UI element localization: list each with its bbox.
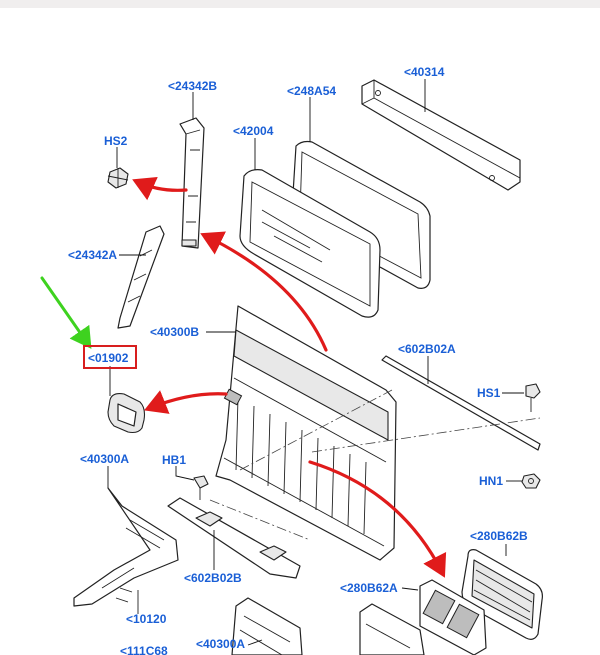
label-24342B[interactable]: <24342B [168, 79, 217, 93]
part-40314[interactable] [361, 79, 521, 191]
label-40300A-left[interactable]: <40300A [80, 452, 129, 466]
label-40300B[interactable]: <40300B [150, 325, 199, 339]
part-602B02A[interactable] [381, 355, 541, 451]
label-hs2[interactable]: HS2 [104, 134, 128, 148]
label-111C68[interactable]: <111C68 [120, 644, 168, 655]
bolt-hs1-icon[interactable] [502, 383, 541, 412]
bolt-hb1-icon[interactable] [175, 466, 209, 500]
nut-hn1-icon[interactable] [506, 473, 541, 489]
part-40300B[interactable] [206, 305, 397, 561]
label-280B62B[interactable]: <280B62B [470, 529, 528, 543]
label-602B02A[interactable]: <602B02A [398, 342, 456, 356]
label-40300A-bottom[interactable]: <40300A [196, 637, 245, 651]
label-602B02B[interactable]: <602B02B [184, 571, 242, 585]
label-280B62A[interactable]: <280B62A [340, 581, 398, 595]
part-24342A[interactable] [117, 225, 165, 329]
label-hn1[interactable]: HN1 [479, 474, 503, 488]
part-40300A-bottom[interactable] [231, 597, 303, 655]
part-corner-bracket[interactable] [359, 603, 425, 655]
red-callout-arrows [132, 176, 447, 578]
label-40314[interactable]: <40314 [404, 65, 445, 79]
part-40300A-left[interactable] [73, 466, 179, 607]
label-hb1[interactable]: HB1 [162, 453, 186, 467]
green-pointer-arrow [40, 276, 92, 349]
part-280B62A[interactable] [401, 579, 487, 655]
part-10120[interactable] [115, 587, 139, 614]
part-24342B[interactable] [179, 92, 205, 249]
part-01902[interactable] [107, 366, 146, 434]
label-01902[interactable]: <01902 [88, 351, 129, 365]
label-10120[interactable]: <10120 [126, 612, 167, 626]
top-strip [0, 0, 600, 8]
part-42004[interactable] [239, 138, 381, 318]
label-248A54[interactable]: <248A54 [287, 84, 336, 98]
label-42004[interactable]: <42004 [233, 124, 274, 138]
bolt-hs2-icon[interactable] [107, 147, 129, 189]
label-24342A[interactable]: <24342A [68, 248, 117, 262]
label-hs1[interactable]: HS1 [477, 386, 501, 400]
alignment-lines [209, 389, 541, 541]
highlight-box [83, 345, 137, 369]
part-602B02B[interactable] [167, 497, 301, 579]
